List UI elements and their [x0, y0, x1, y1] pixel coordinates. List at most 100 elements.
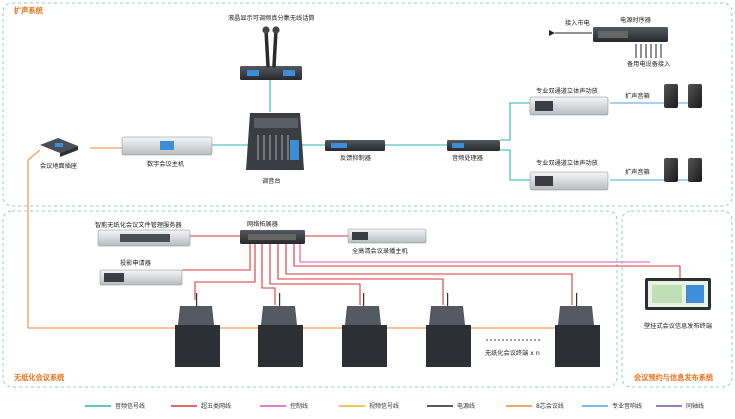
speaker-top-1: [664, 84, 678, 108]
booking-section-frame: [621, 210, 733, 388]
conference-cable-host: [27, 149, 41, 161]
speaker-bottom-2: [688, 158, 702, 182]
file-server-label: 智能无纸化会议文件管理服务器: [95, 221, 182, 229]
mic-head-1: [262, 26, 270, 34]
paperless-section-frame: [2, 210, 618, 388]
terminal-count-label: 无纸化会议终端 x n: [485, 349, 540, 357]
projector-face: [104, 273, 124, 282]
terminal-4-mic: [447, 293, 449, 306]
server-bays: [120, 234, 170, 242]
feedback-display: [331, 143, 347, 148]
conference-host[interactable]: [121, 136, 213, 156]
net-switch-to-t4: [277, 244, 444, 305]
mixer[interactable]: [246, 113, 304, 170]
terminal-2-mic: [279, 293, 281, 306]
speaker-bottom-label: 扩声音箱: [625, 168, 650, 176]
terminal-2-body: [258, 325, 303, 367]
control-line: [299, 244, 650, 263]
terminal-5-body: [555, 325, 600, 367]
terminal-3-screen: [345, 306, 381, 325]
terminal-5[interactable]: [555, 293, 600, 367]
mic-handle-2: [272, 28, 278, 68]
terminal-2[interactable]: [258, 293, 303, 367]
audio-processor[interactable]: [447, 140, 500, 151]
power-sequencer[interactable]: [593, 27, 668, 42]
legend-label-4: 视频信号线: [369, 402, 399, 410]
wireless-mic[interactable]: [240, 26, 302, 80]
processor-label: 音频处理器: [452, 154, 484, 162]
wall-terminal-bar: [686, 285, 704, 303]
amp-top-face: [535, 101, 553, 111]
amp-bottom-label: 专业双通道立体声功放: [536, 159, 598, 167]
wall-terminal-map: [652, 285, 682, 303]
sequencer-body: [593, 27, 668, 42]
terminal-1-mic: [196, 293, 198, 306]
legend-label-7: 专业音响线: [612, 402, 642, 410]
mixer-panel: [254, 118, 298, 128]
feedback-body: [325, 140, 385, 151]
host-screen: [160, 141, 174, 150]
recorder-face: [352, 232, 368, 240]
pa-section-frame: [2, 2, 733, 207]
wall-terminal[interactable]: [645, 278, 711, 310]
amp-top[interactable]: [529, 96, 609, 116]
wall-terminal-label: 壁挂式会议信息发布终端: [644, 322, 712, 330]
amp-bottom[interactable]: [529, 171, 609, 191]
legend-label-8: 同轴线: [686, 402, 704, 410]
file-server[interactable]: [97, 229, 191, 247]
terminal-1-screen: [178, 306, 214, 325]
pa-section-title: 扩声系统: [14, 6, 44, 15]
processor-body: [447, 140, 500, 151]
net-switch-to-t2: [261, 244, 276, 305]
net-switch-to-t3: [269, 244, 361, 305]
switch-ports: [248, 234, 296, 240]
floor-socket-lid: [60, 146, 78, 157]
terminal-1[interactable]: [175, 293, 220, 367]
net-switch-to-t5: [285, 244, 573, 305]
speaker-bottom-pair[interactable]: [664, 158, 702, 182]
mains-arrow-icon: [549, 30, 555, 36]
recorder[interactable]: [347, 228, 427, 244]
mic-display-l: [247, 70, 259, 76]
amp-top-label: 专业双通道立体声功放: [536, 87, 598, 95]
net-switch-to-t1: [194, 244, 256, 300]
terminal-3-body: [342, 325, 387, 367]
terminal-3-mic: [363, 293, 365, 306]
legend-label-5: 电源线: [457, 402, 475, 410]
terminal-1-body: [175, 325, 220, 367]
mixer-accent: [290, 140, 299, 160]
network-switch[interactable]: [240, 230, 305, 244]
speaker-top-label: 扩声音箱: [625, 92, 650, 100]
mixer-faders: [257, 135, 289, 160]
terminal-4-screen: [429, 306, 465, 325]
floor-socket-label: 会议地面插座: [40, 162, 77, 170]
floor-socket[interactable]: [40, 138, 78, 157]
mains-label: 接入市电: [565, 19, 590, 27]
projector-label: 投影申请器: [120, 259, 152, 267]
terminal-2-screen: [261, 306, 297, 325]
amp-bottom-face: [535, 176, 553, 186]
legend-label-2: 超五类网线: [201, 402, 231, 410]
processor-display: [452, 143, 464, 148]
conference-host-label: 数字会议主机: [147, 160, 185, 168]
terminal-4[interactable]: [426, 293, 471, 367]
mic-handle-1: [264, 28, 270, 68]
booking-section-title: 会议预约与信息发布系统: [634, 373, 714, 382]
wireless-mic-label: 液晶显示可调频真分集无线话筒: [228, 14, 315, 22]
switch-label: 网络拓展器: [247, 220, 279, 228]
legend-label-1: 音频信号线: [115, 402, 145, 410]
net-switch-to-wall: [293, 244, 681, 278]
speaker-top-pair[interactable]: [664, 84, 702, 108]
net-switch-to-projector: [182, 244, 251, 271]
sequencer-label: 电源时序器: [620, 16, 652, 24]
terminal-4-body: [426, 325, 471, 367]
projector-controller[interactable]: [99, 269, 183, 286]
feedback-suppressor[interactable]: [325, 140, 385, 151]
mic-receiver: [240, 66, 302, 80]
conference-cable: [27, 160, 175, 329]
speaker-top-2: [688, 84, 702, 108]
mixer-label: 调音台: [262, 177, 281, 185]
terminal-3[interactable]: [342, 293, 387, 367]
